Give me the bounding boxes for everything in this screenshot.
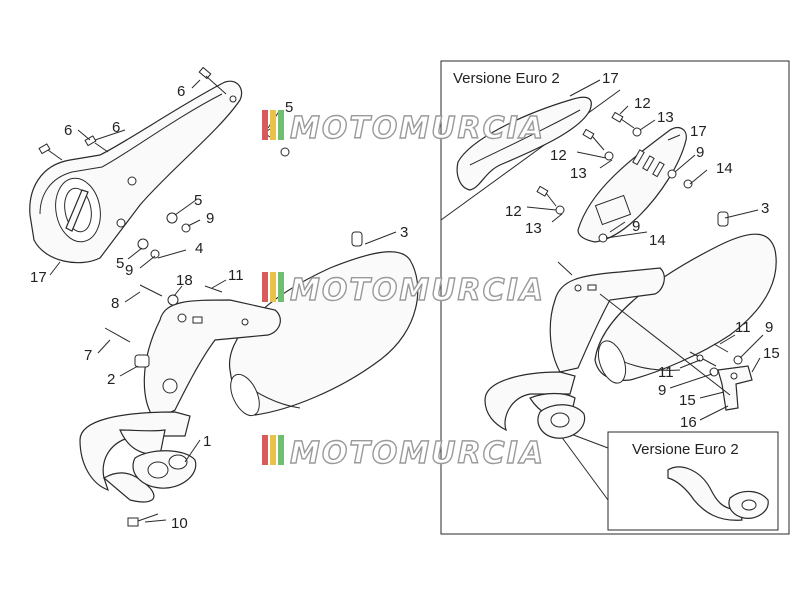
callout-17: 17 [30, 269, 47, 286]
callout-r17-top: 17 [602, 70, 619, 87]
callout-3: 3 [400, 224, 408, 241]
callout-1: 1 [203, 433, 211, 450]
euro2-shield-cover [456, 96, 592, 191]
euro2-shield-plate [577, 127, 687, 243]
heat-shield [29, 80, 243, 264]
callout-5-mid: 5 [194, 192, 202, 209]
labels-left: 6 6 6 5 5 9 5 9 4 17 18 11 8 7 2 3 1 10 [30, 83, 408, 532]
callout-r15-top: 15 [763, 345, 780, 362]
euro2-clamp [717, 365, 753, 411]
header-pipes-left [79, 411, 197, 503]
callout-r9-low: 9 [632, 218, 640, 235]
callout-r12-top: 12 [634, 95, 651, 112]
muffler-right [594, 211, 777, 384]
leaders-right [526, 79, 764, 421]
right-assembly [440, 60, 790, 535]
callout-9-low: 9 [125, 262, 133, 279]
watermark-middle: MOTOMURCIA [262, 272, 545, 309]
watermark-bottom: MOTOMURCIA [262, 435, 545, 472]
callout-8: 8 [111, 295, 119, 312]
callout-5-top: 5 [285, 99, 293, 116]
left-assembly [29, 66, 419, 527]
muffler-left [228, 231, 419, 417]
watermark-text-bottom: MOTOMURCIA [290, 436, 545, 471]
fasteners-left [38, 66, 290, 527]
header-pipes-right [484, 371, 586, 439]
callout-r9-top: 9 [765, 319, 773, 336]
bracket-right [549, 267, 665, 373]
watermark-text-middle: MOTOMURCIA [290, 273, 545, 308]
callout-r12-mid: 12 [550, 147, 567, 164]
callout-r17-mid: 17 [690, 123, 707, 140]
callout-18: 18 [176, 272, 193, 289]
euro2-callout-bottom-line [553, 426, 609, 501]
callout-r16: 16 [680, 414, 697, 431]
callout-r11-low: 11 [658, 364, 674, 381]
callout-5-low: 5 [116, 255, 124, 272]
callout-r14-low: 14 [649, 232, 666, 249]
callout-r14-mid: 14 [716, 160, 733, 177]
callout-r9-bottom: 9 [658, 382, 666, 399]
euro2-inset-pipes [667, 466, 769, 521]
fasteners-right [536, 111, 743, 377]
callout-7: 7 [84, 347, 92, 364]
labels-right: Versione Euro 2 Versione Euro 2 17 12 13… [453, 70, 780, 458]
callout-r13-top: 13 [657, 109, 674, 126]
callout-r11-top: 11 [735, 319, 751, 336]
callout-r12-low: 12 [505, 203, 522, 220]
callout-10: 10 [171, 515, 188, 532]
euro2-callout-top-line [440, 89, 621, 221]
callout-2: 2 [107, 371, 115, 388]
watermark-top: MOTOMURCIA [262, 110, 545, 147]
callout-9-mid: 9 [206, 210, 214, 227]
callout-11: 11 [228, 267, 244, 284]
euro2-label-top: Versione Euro 2 [453, 70, 560, 87]
euro2-label-bottom: Versione Euro 2 [632, 441, 739, 458]
bracket-left [143, 299, 281, 421]
callout-r3: 3 [761, 200, 769, 217]
callout-r13-mid: 13 [570, 165, 587, 182]
callout-4: 4 [195, 240, 203, 257]
callout-6-mid: 6 [112, 119, 120, 136]
euro2-frame [440, 60, 790, 535]
callout-r9-mid: 9 [696, 144, 704, 161]
callout-r15-low: 15 [679, 392, 696, 409]
callout-r13-low: 13 [525, 220, 542, 237]
callout-6-left: 6 [64, 122, 72, 139]
callout-6-top: 6 [177, 83, 185, 100]
watermark-text-top: MOTOMURCIA [290, 111, 545, 146]
